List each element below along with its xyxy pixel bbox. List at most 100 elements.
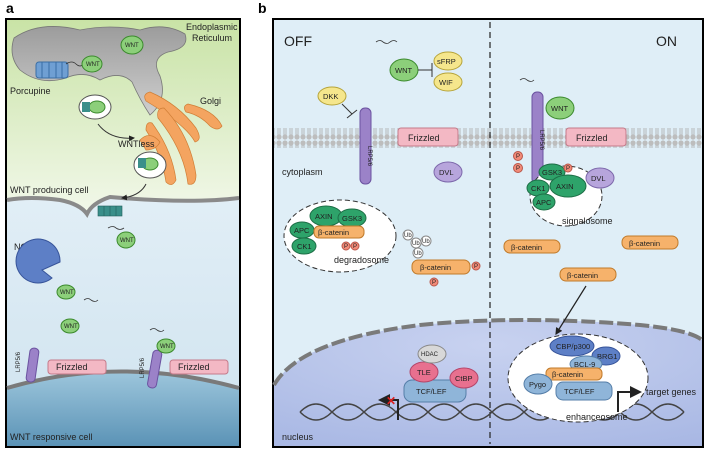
- wnt-protein-lumen: [120, 35, 144, 55]
- golgi-label: Golgi: [200, 96, 221, 106]
- svg-text:BCL-9: BCL-9: [574, 360, 595, 369]
- svg-text:β-catenin: β-catenin: [420, 263, 451, 272]
- svg-text:Ub: Ub: [414, 251, 422, 257]
- frizzled-a1: [47, 359, 107, 375]
- frizzled-label-a1: Frizzled: [56, 362, 88, 372]
- golgi: [139, 91, 223, 185]
- frizzled-off: [397, 127, 459, 147]
- wntless-label: WNTless: [118, 139, 155, 149]
- svg-text:β-catenin: β-catenin: [552, 370, 583, 379]
- nucleus-label: nucleus: [282, 432, 314, 442]
- beta-catenin-degradosome: [313, 225, 365, 239]
- svg-text:β-catenin: β-catenin: [629, 239, 660, 248]
- er-label-line2: Reticulum: [192, 33, 232, 43]
- svg-text:P: P: [474, 264, 478, 270]
- ctbp-protein: [449, 367, 479, 389]
- repression-x-icon: ✕: [386, 394, 396, 408]
- cytoplasm-label: cytoplasm: [282, 167, 323, 177]
- svg-text:WNT: WNT: [60, 290, 74, 296]
- svg-text:WNT: WNT: [160, 344, 174, 350]
- svg-text:WNT: WNT: [86, 62, 100, 68]
- svg-text:CK1: CK1: [297, 242, 312, 251]
- svg-text:P: P: [432, 280, 436, 286]
- svg-text:β-catenin: β-catenin: [567, 271, 598, 280]
- svg-text:Ub: Ub: [422, 239, 430, 245]
- tcf-lef-on: [555, 381, 613, 401]
- active-transcription-arrow: [617, 386, 642, 412]
- dvl-on: [585, 167, 615, 189]
- signalosome-label: signalosome: [562, 216, 613, 226]
- svg-text:LRP5/6: LRP5/6: [366, 146, 372, 167]
- phospho-1: [341, 241, 351, 251]
- svg-text:Ub: Ub: [404, 233, 412, 239]
- svg-text:CK1: CK1: [531, 184, 546, 193]
- degradosome-label: degradosome: [334, 255, 389, 265]
- ubiquitin-chain: Ub Ub Ub Ub: [402, 229, 432, 259]
- beta-catenin-free-2: [621, 235, 679, 250]
- svg-text:WNT: WNT: [551, 104, 568, 113]
- hdac-protein: [417, 344, 447, 364]
- svg-text:DKK: DKK: [323, 92, 338, 101]
- porcupine-protein: [35, 61, 69, 79]
- notum-protein: [15, 238, 61, 284]
- svg-text:WNT: WNT: [125, 43, 139, 49]
- svg-text:TCF/LEF: TCF/LEF: [416, 387, 447, 396]
- svg-text:P: P: [516, 166, 520, 172]
- phospho-2: [350, 241, 360, 251]
- ck1-off: [291, 237, 317, 255]
- phospho-lrp-1: [513, 151, 523, 161]
- er-label-line1: Endoplasmic: [186, 22, 238, 32]
- frizzled-a2: [169, 359, 229, 375]
- svg-text:Pygo: Pygo: [529, 380, 546, 389]
- svg-text:DVL: DVL: [591, 174, 606, 183]
- svg-text:WNT: WNT: [120, 238, 134, 244]
- svg-text:GSK3: GSK3: [542, 168, 562, 177]
- tle-protein: [409, 361, 439, 383]
- responsive-cell-label: WNT responsive cell: [10, 432, 92, 442]
- svg-text:GSK3: GSK3: [342, 214, 362, 223]
- lrp-receptor-a2: [147, 349, 163, 389]
- svg-text:P: P: [566, 166, 570, 172]
- svg-text:P: P: [344, 244, 348, 250]
- phospho-3: [471, 261, 481, 271]
- tcf-lef-off: [403, 379, 467, 403]
- enhanceosome-label: enhanceosome: [566, 412, 628, 422]
- svg-text:WNT: WNT: [395, 66, 412, 75]
- cbp-p300-protein: [549, 335, 595, 357]
- svg-text:sFRP: sFRP: [437, 57, 456, 66]
- lrp-receptor-a1: [25, 347, 40, 383]
- frizzled-label-a2: Frizzled: [178, 362, 210, 372]
- gsk3-on: [538, 163, 566, 181]
- panel-b-letter: b: [258, 0, 267, 16]
- wnt-notum: [56, 284, 76, 300]
- wntless-membrane: [97, 205, 123, 217]
- wnt-bound-a: [156, 338, 176, 354]
- repressed-transcription-arrow: [378, 394, 399, 420]
- axin-on: [549, 174, 587, 198]
- svg-text:β-catenin: β-catenin: [511, 243, 542, 252]
- beta-catenin-free-3: [559, 267, 617, 282]
- lrp-receptor-off: [359, 107, 372, 185]
- on-label: ON: [656, 33, 677, 49]
- frizzled-on: [565, 127, 627, 147]
- svg-text:LRP5/6: LRP5/6: [538, 130, 544, 151]
- producing-cell-label: WNT producing cell: [10, 185, 88, 195]
- lrp-label-a2: LRP5/6: [140, 357, 146, 378]
- svg-text:HDAC: HDAC: [421, 352, 439, 358]
- panel-a-letter: a: [6, 0, 14, 16]
- dvl-off: [433, 161, 463, 183]
- panel-b: OFF ON WNT sFRP WIF DKK LRP5/6 Frizzled …: [272, 18, 704, 448]
- svg-text:TLE: TLE: [417, 368, 431, 377]
- wnt-on: [545, 96, 575, 120]
- beta-catenin-free-1: [503, 239, 561, 254]
- svg-text:P: P: [516, 154, 520, 160]
- apc-on: [532, 193, 556, 211]
- phospho-lrp-2: [513, 163, 523, 173]
- svg-text:CtBP: CtBP: [455, 374, 473, 383]
- svg-text:AXIN: AXIN: [315, 212, 333, 221]
- svg-text:BRG1: BRG1: [597, 352, 617, 361]
- svg-text:WNT: WNT: [64, 324, 78, 330]
- off-label: OFF: [284, 33, 312, 49]
- dkk-protein: [317, 86, 347, 106]
- wnt-vesicle-1: [78, 94, 112, 120]
